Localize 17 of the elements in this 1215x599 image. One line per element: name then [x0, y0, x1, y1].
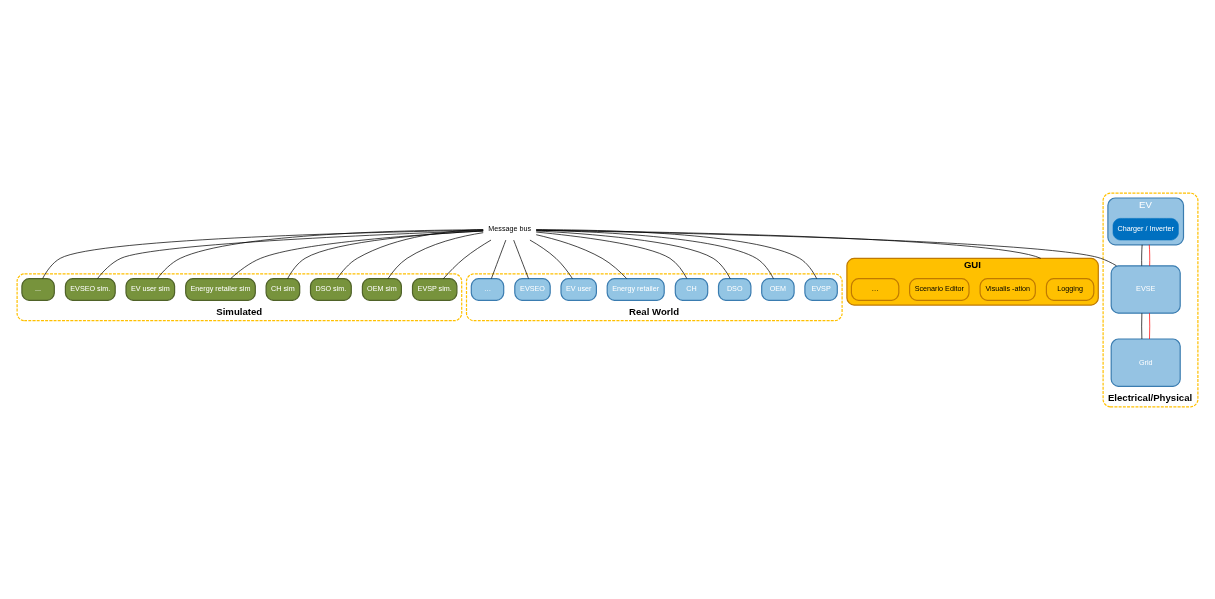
connector [529, 239, 573, 279]
connector [535, 229, 774, 279]
connector [535, 229, 1042, 259]
connector [387, 231, 484, 279]
connector [535, 230, 731, 279]
connector [230, 230, 484, 279]
connector [1148, 243, 1151, 266]
connector [535, 228, 817, 279]
connector [535, 231, 688, 279]
connector [513, 239, 529, 279]
connector [1149, 312, 1151, 339]
connector [287, 230, 484, 279]
connector [491, 239, 507, 279]
connector [443, 239, 492, 279]
connector [535, 229, 1117, 266]
connector [157, 228, 484, 279]
connector [535, 233, 627, 279]
